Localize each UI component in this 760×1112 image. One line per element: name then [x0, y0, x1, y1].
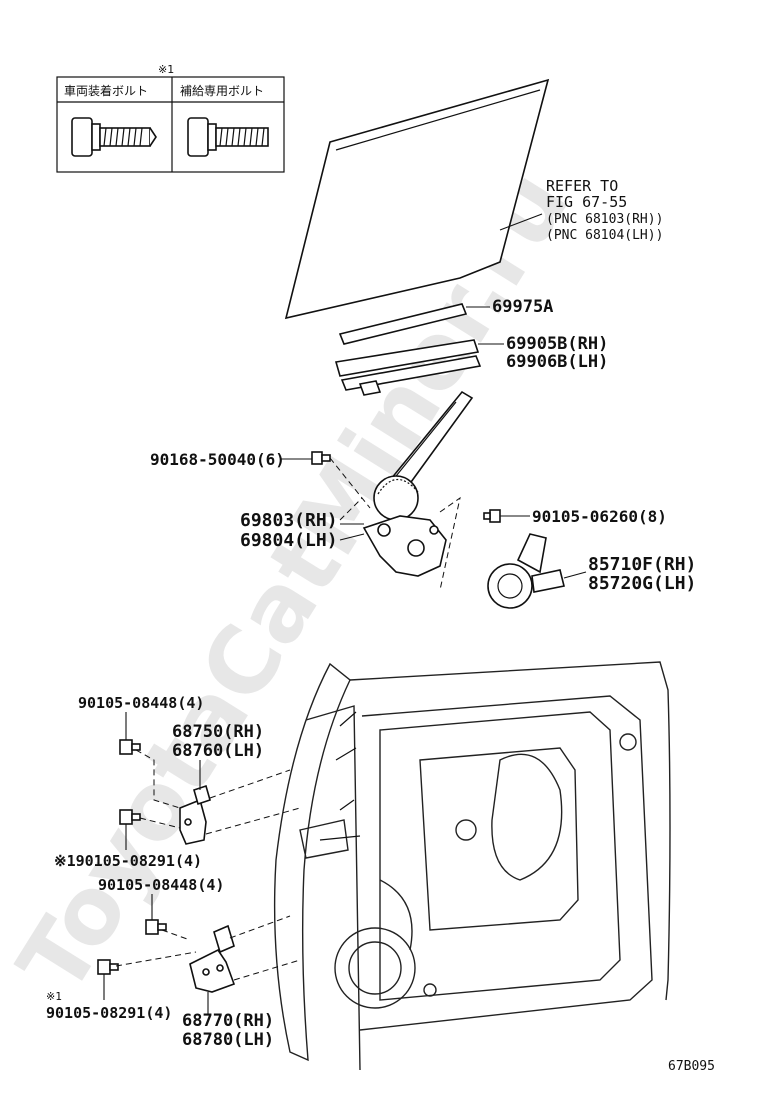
- label-68760: 68760(LH): [172, 741, 264, 761]
- label-90105-08291-b: 90105-08291(4): [46, 1004, 172, 1022]
- bolt-90105-08448-b: [145, 919, 167, 935]
- bolt-90168: [311, 451, 331, 465]
- bolt-90105-06260: [483, 509, 501, 523]
- channel-69905b: [334, 339, 504, 377]
- label-69803: 69803(RH): [240, 510, 338, 531]
- door-inner-panel: [273, 661, 671, 1071]
- refer-line3: (PNC 68103(RH)): [546, 212, 663, 227]
- bolt-90105-08448-a: [119, 739, 141, 755]
- label-90105-08448-b: 90105-08448(4): [98, 876, 224, 894]
- window-motor: [487, 533, 565, 609]
- bolt-table-col1: 車両装着ボルト: [64, 83, 148, 98]
- refer-line4: (PNC 68104(LH)): [546, 228, 663, 243]
- label-68750: 68750(RH): [172, 722, 264, 742]
- label-69804: 69804(LH): [240, 530, 338, 551]
- label-90105-08448-a: 90105-08448(4): [78, 694, 204, 712]
- hinge-lower: [189, 924, 236, 993]
- label-68770: 68770(RH): [182, 1011, 274, 1031]
- bolt-table-note: ※1: [158, 63, 174, 76]
- label-69906b: 69906B(LH): [506, 352, 608, 372]
- service-bolt-illustration: [187, 117, 269, 157]
- door-glass: [284, 78, 550, 320]
- label-90105-08291-a: ※190105-08291(4): [54, 852, 202, 870]
- note-b: ※1: [46, 990, 62, 1003]
- refer-line1: REFER TO: [546, 177, 618, 195]
- weatherstrip-69975a: [338, 303, 490, 345]
- diagram-code: 67B095: [668, 1059, 715, 1074]
- label-69905b: 69905B(RH): [506, 334, 608, 354]
- refer-note: REFER TO FIG 67-55 (PNC 68103(RH)) (PNC …: [546, 177, 663, 243]
- refer-line2: FIG 67-55: [546, 193, 627, 211]
- channel-69906b: [340, 355, 482, 396]
- label-90105-06260: 90105-06260(8): [532, 507, 667, 526]
- vehicle-bolt-illustration: [71, 117, 157, 157]
- label-68780: 68780(LH): [182, 1030, 274, 1050]
- bolt-table: ※1 車両装着ボルト 補給専用ボルト: [56, 63, 285, 173]
- label-69975a: 69975A: [492, 297, 553, 317]
- label-90168: 90168-50040(6): [150, 450, 285, 469]
- window-regulator: [362, 390, 474, 577]
- hinge-upper: [179, 784, 211, 845]
- label-85710f: 85710F(RH): [588, 554, 696, 575]
- bolt-table-col2: 補給専用ボルト: [180, 84, 264, 98]
- label-85720g: 85720G(LH): [588, 573, 696, 594]
